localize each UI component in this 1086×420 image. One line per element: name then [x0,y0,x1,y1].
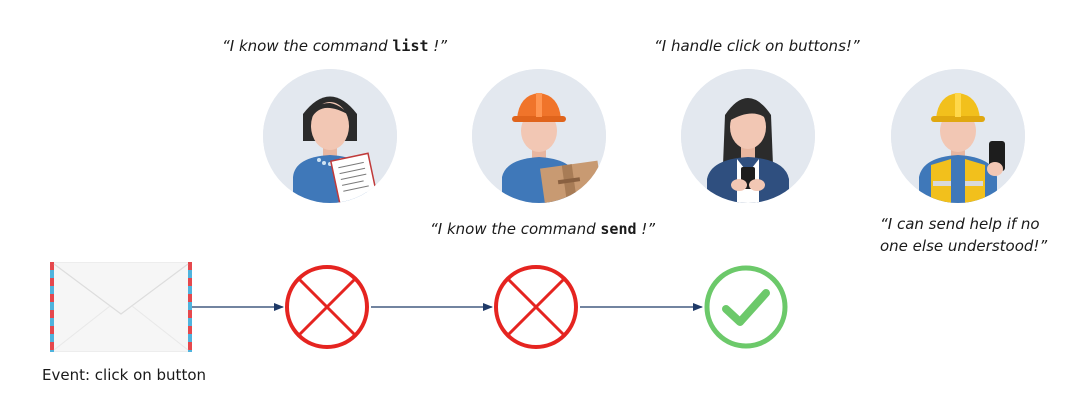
event-label: Event: click on button [42,366,207,384]
red-x-circle-icon [285,265,369,349]
woman-with-notebook-icon [263,69,397,203]
worker-with-package-icon [472,69,606,203]
envelope-icon [50,262,192,352]
quote-click-handler: “I handle click on buttons!” [654,37,860,55]
quote-send-command: “I know the command send !” [430,220,655,238]
quote-list-command: “I know the command list !” [222,37,447,55]
green-check-circle-icon [704,265,788,349]
quote-text: “I know the command [430,220,601,238]
red-x-circle-icon [494,265,578,349]
woman-with-phone-icon [681,69,815,203]
quote-text: “I know the command [222,37,393,55]
command-send-code: send [600,220,637,238]
worker-with-phone-icon [891,69,1025,203]
quote-text: !” [636,220,656,238]
quote-text: !” [428,37,448,55]
command-list-code: list [392,37,429,55]
quote-fallback-handler: “I can send help if no one else understo… [880,215,1048,255]
